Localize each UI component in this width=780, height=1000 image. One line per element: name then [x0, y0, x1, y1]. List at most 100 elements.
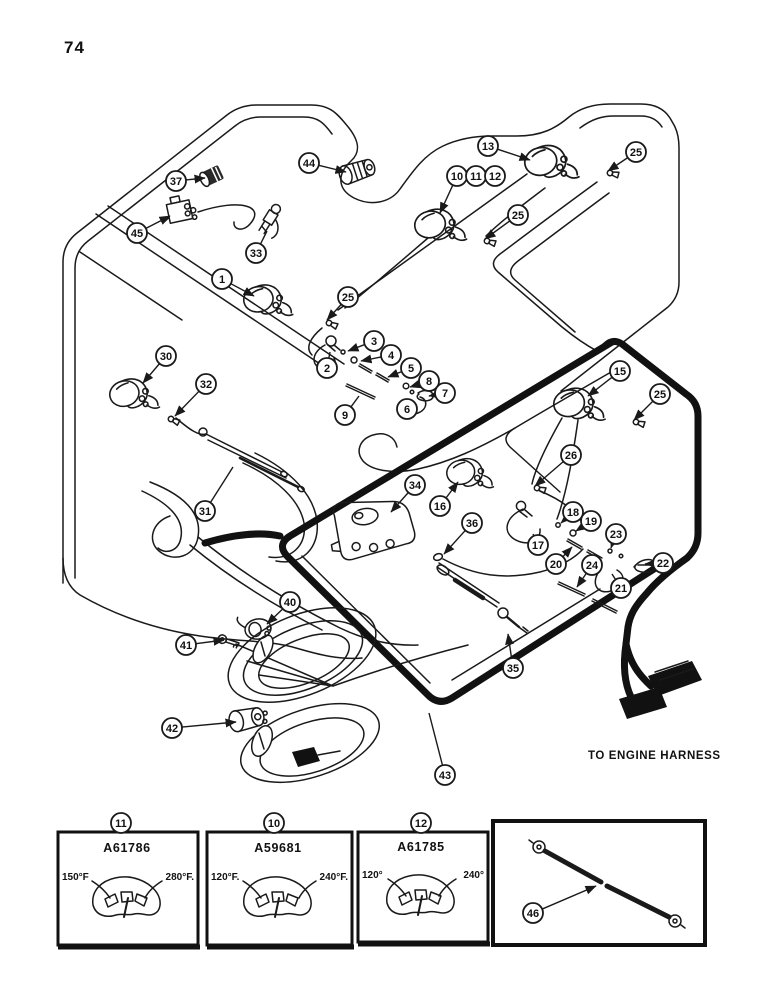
callout-number: 35 — [507, 663, 519, 675]
callout-leader — [350, 395, 360, 408]
lighter-44 — [338, 158, 376, 185]
callout-leader — [185, 174, 206, 184]
callout-circle — [562, 501, 584, 523]
callout-3: 3 — [347, 330, 385, 352]
callout-number: 11 — [470, 171, 482, 183]
callout-33: 33 — [245, 230, 268, 264]
callout-number: 42 — [166, 723, 178, 735]
callout-circle — [527, 534, 549, 556]
temp-label-left: 120° — [362, 870, 383, 881]
callout-leader — [561, 546, 573, 558]
temp-label-right: 240° — [463, 870, 484, 881]
callout-19: 19 — [575, 510, 602, 532]
callout-number: 16 — [434, 501, 446, 513]
callout-2: 2 — [316, 351, 338, 379]
part-number: A59681 — [254, 841, 301, 855]
callout-1: 1 — [211, 268, 255, 297]
main-wiring-harness — [201, 337, 702, 719]
callout-circle — [161, 717, 183, 739]
callout-leader — [611, 573, 617, 580]
callout-12: 12 — [484, 165, 506, 187]
callout-circle — [195, 373, 217, 395]
callout-circle — [337, 286, 359, 308]
switch-45 — [164, 195, 198, 225]
callout-leader — [209, 466, 234, 503]
callout-circle — [316, 357, 338, 379]
bulb-socket-cluster-right — [506, 500, 657, 614]
callout-circle — [522, 902, 544, 924]
callout-30: 30 — [142, 345, 177, 384]
upper-harness-outline — [62, 103, 680, 660]
callout-circle — [609, 360, 631, 382]
callout-number: 25 — [512, 210, 524, 222]
callout-leader — [428, 389, 441, 399]
callout-35: 35 — [502, 633, 524, 679]
legend-box-12: A61785 120° 240° — [356, 830, 490, 947]
callout-circle — [298, 152, 320, 174]
callout-leader — [266, 608, 284, 625]
callout-number: 44 — [303, 158, 316, 170]
callout-leader — [484, 220, 511, 240]
callout-10: 10 — [439, 165, 468, 214]
callout-circle — [610, 577, 632, 599]
callout-number: 2 — [324, 363, 330, 375]
callout-circle — [279, 591, 301, 613]
gauge-30 — [106, 372, 161, 420]
callout-circle — [434, 764, 456, 786]
callout-leader — [318, 164, 347, 174]
callout-number: 10 — [451, 171, 463, 183]
ignition-switch-40 — [236, 616, 272, 640]
callout-circle — [155, 345, 177, 367]
callout-number: 7 — [442, 388, 448, 400]
callout-number: 25 — [654, 389, 666, 401]
callout-number: 8 — [426, 376, 432, 388]
callout-leader — [409, 379, 422, 389]
callout-16: 16 — [429, 481, 459, 517]
callout-leader — [560, 512, 572, 524]
callout-circle — [484, 165, 506, 187]
callout-32: 32 — [174, 373, 217, 417]
callout-circle — [363, 330, 385, 352]
callout-circle — [410, 812, 432, 834]
callout-leader — [328, 351, 331, 359]
callout-number: 32 — [200, 379, 212, 391]
callout-number: 34 — [409, 480, 422, 492]
engine-harness-note: TO ENGINE HARNESS — [588, 750, 721, 762]
temp-label-right: 240°F. — [320, 872, 349, 883]
callout-circle — [263, 812, 285, 834]
callout-41: 41 — [175, 634, 225, 656]
lamp-wiring-loops — [227, 607, 469, 784]
callout-number: 33 — [250, 248, 262, 260]
terminal-32 — [166, 414, 181, 427]
legend-box-46 — [491, 819, 707, 947]
callout-5: 5 — [387, 357, 422, 379]
callout-12: 12 — [410, 812, 432, 834]
callout-7: 7 — [428, 382, 456, 404]
callout-leader — [230, 283, 255, 297]
terminal-25 — [324, 318, 339, 330]
callout-11: 11 — [110, 812, 132, 834]
wire-bundles — [79, 173, 619, 684]
callout-circle — [380, 344, 402, 366]
callout-number: 24 — [586, 560, 599, 572]
temp-label-left: 120°F. — [211, 872, 240, 883]
sender-33 — [258, 203, 282, 239]
speedo-cable-35 — [436, 562, 529, 634]
callout-number: 30 — [160, 351, 172, 363]
callout-leader — [443, 529, 466, 555]
callout-number: 18 — [567, 507, 579, 519]
callout-number: 26 — [565, 450, 577, 462]
callout-leader — [181, 718, 237, 728]
legend-box-11: A61786 150°F 280°F. — [56, 830, 200, 950]
callout-circle — [194, 500, 216, 522]
callout-17: 17 — [527, 533, 549, 556]
callout-leader — [428, 712, 444, 766]
part-number: A61785 — [397, 840, 444, 854]
callout-number: 31 — [199, 506, 211, 518]
callout-46: 46 — [522, 885, 597, 924]
tachometer-34 — [330, 500, 416, 561]
callout-leader — [360, 354, 382, 364]
callout-circle — [175, 634, 197, 656]
